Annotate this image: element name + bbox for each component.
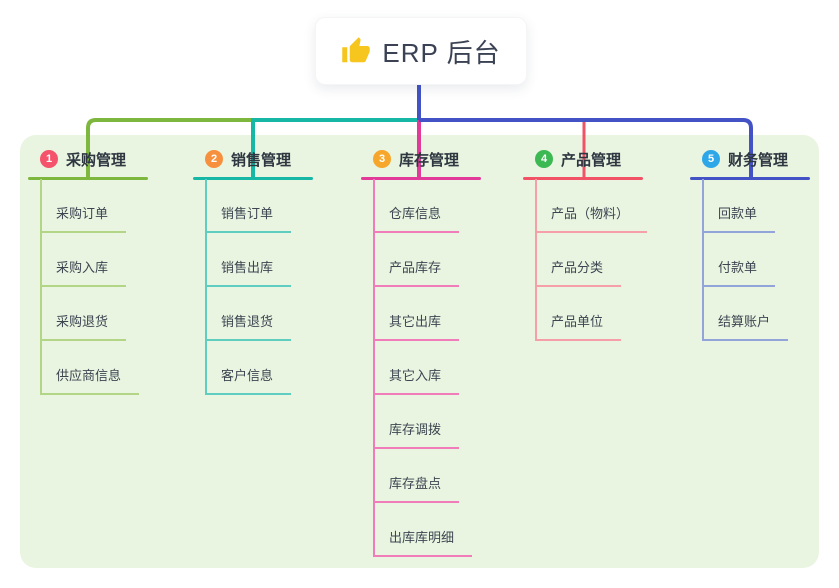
branch-finance: 5 财务管理 回款单付款单结算账户 bbox=[690, 146, 839, 341]
child-node-row: 仓库信息 bbox=[375, 179, 472, 233]
child-node-row: 客户信息 bbox=[207, 341, 292, 395]
branch-title-inventory[interactable]: 3 库存管理 bbox=[361, 146, 459, 172]
child-node-row: 销售订单 bbox=[207, 179, 292, 233]
branch-title-label: 销售管理 bbox=[231, 151, 292, 169]
mindmap-child-node[interactable]: 产品（物料） bbox=[537, 203, 648, 233]
branch-inventory: 3 库存管理 仓库信息产品库存其它出库其它入库库存调拨库存盘点出库库明细 bbox=[361, 146, 531, 557]
branch-title-label: 库存管理 bbox=[399, 151, 460, 169]
mindmap-child-node[interactable]: 产品分类 bbox=[537, 257, 622, 287]
mindmap-child-node[interactable]: 供应商信息 bbox=[42, 365, 140, 395]
mindmap-child-node[interactable]: 销售订单 bbox=[207, 203, 292, 233]
child-node-row: 回款单 bbox=[704, 179, 788, 233]
child-node-row: 出库库明细 bbox=[375, 503, 473, 557]
branch-title-label: 产品管理 bbox=[561, 151, 622, 169]
branch-children-product: 产品（物料） 产品分类产品单位 bbox=[535, 179, 648, 341]
mindmap-child-node[interactable]: 结算账户 bbox=[704, 311, 789, 341]
branch-children-finance: 回款单付款单结算账户 bbox=[702, 179, 789, 341]
child-node-row: 其它入库 bbox=[375, 341, 472, 395]
mindmap-child-node[interactable]: 其它入库 bbox=[375, 365, 460, 395]
root-node-title: ERP 后台 bbox=[382, 37, 501, 68]
branch-children-sales: 销售订单销售出库销售退货客户信息 bbox=[205, 179, 292, 395]
branch-badge-1: 1 bbox=[40, 150, 58, 168]
thumbs-up-path bbox=[342, 37, 371, 63]
mindmap-child-node[interactable]: 销售退货 bbox=[207, 311, 292, 341]
mindmap-child-node[interactable]: 产品单位 bbox=[537, 311, 622, 341]
child-node-row: 采购退货 bbox=[42, 287, 139, 341]
thumbs-up-icon bbox=[342, 37, 371, 63]
child-node-row: 其它出库 bbox=[375, 287, 472, 341]
child-node-row: 销售出库 bbox=[207, 233, 292, 287]
branch-title-finance[interactable]: 5 财务管理 bbox=[690, 146, 788, 172]
branch-badge-4: 4 bbox=[535, 150, 553, 168]
branch-title-purchase[interactable]: 1 采购管理 bbox=[28, 146, 126, 172]
mindmap-child-node[interactable]: 仓库信息 bbox=[375, 203, 460, 233]
mindmap-child-node[interactable]: 采购入库 bbox=[42, 257, 127, 287]
mindmap-child-node[interactable]: 销售出库 bbox=[207, 257, 292, 287]
branch-children-inventory: 仓库信息产品库存其它出库其它入库库存调拨库存盘点出库库明细 bbox=[373, 179, 473, 557]
mindmap-child-node[interactable]: 库存调拨 bbox=[375, 419, 460, 449]
child-node-row: 结算账户 bbox=[704, 287, 789, 341]
mindmap-child-node[interactable]: 其它出库 bbox=[375, 311, 460, 341]
child-node-row: 产品分类 bbox=[537, 233, 647, 287]
child-node-row: 产品单位 bbox=[537, 287, 647, 341]
child-node-row: 库存盘点 bbox=[375, 449, 472, 503]
child-node-row: 库存调拨 bbox=[375, 395, 472, 449]
mindmap-child-node[interactable]: 库存盘点 bbox=[375, 473, 460, 503]
branch-title-label: 采购管理 bbox=[66, 151, 127, 169]
branch-badge-3: 3 bbox=[373, 150, 391, 168]
branch-badge-5: 5 bbox=[702, 150, 720, 168]
branch-purchase: 1 采购管理 采购订单采购入库采购退货供应商信息 bbox=[28, 146, 198, 395]
child-node-row: 产品库存 bbox=[375, 233, 472, 287]
branch-product: 4 产品管理 产品（物料） 产品分类产品单位 bbox=[523, 146, 693, 341]
branch-badge-2: 2 bbox=[205, 150, 223, 168]
mindmap-child-node[interactable]: 付款单 bbox=[704, 257, 776, 287]
child-node-row: 采购入库 bbox=[42, 233, 139, 287]
mindmap-child-node[interactable]: 回款单 bbox=[704, 203, 776, 233]
branch-title-sales[interactable]: 2 销售管理 bbox=[193, 146, 291, 172]
branches-panel bbox=[20, 135, 819, 568]
mindmap-child-node[interactable]: 出库库明细 bbox=[375, 527, 473, 557]
root-node[interactable]: ERP 后台 bbox=[315, 17, 527, 85]
branch-sales: 2 销售管理 销售订单销售出库销售退货客户信息 bbox=[193, 146, 363, 395]
child-node-row: 供应商信息 bbox=[42, 341, 140, 395]
mindmap-child-node[interactable]: 采购退货 bbox=[42, 311, 127, 341]
branch-title-product[interactable]: 4 产品管理 bbox=[523, 146, 621, 172]
mindmap-child-node[interactable]: 采购订单 bbox=[42, 203, 127, 233]
child-node-row: 销售退货 bbox=[207, 287, 292, 341]
child-node-row: 产品（物料） bbox=[537, 179, 648, 233]
child-node-row: 付款单 bbox=[704, 233, 788, 287]
branch-title-label: 财务管理 bbox=[728, 151, 789, 169]
mindmap-child-node[interactable]: 客户信息 bbox=[207, 365, 292, 395]
mindmap-child-node[interactable]: 产品库存 bbox=[375, 257, 460, 287]
child-node-row: 采购订单 bbox=[42, 179, 139, 233]
branch-children-purchase: 采购订单采购入库采购退货供应商信息 bbox=[40, 179, 140, 395]
